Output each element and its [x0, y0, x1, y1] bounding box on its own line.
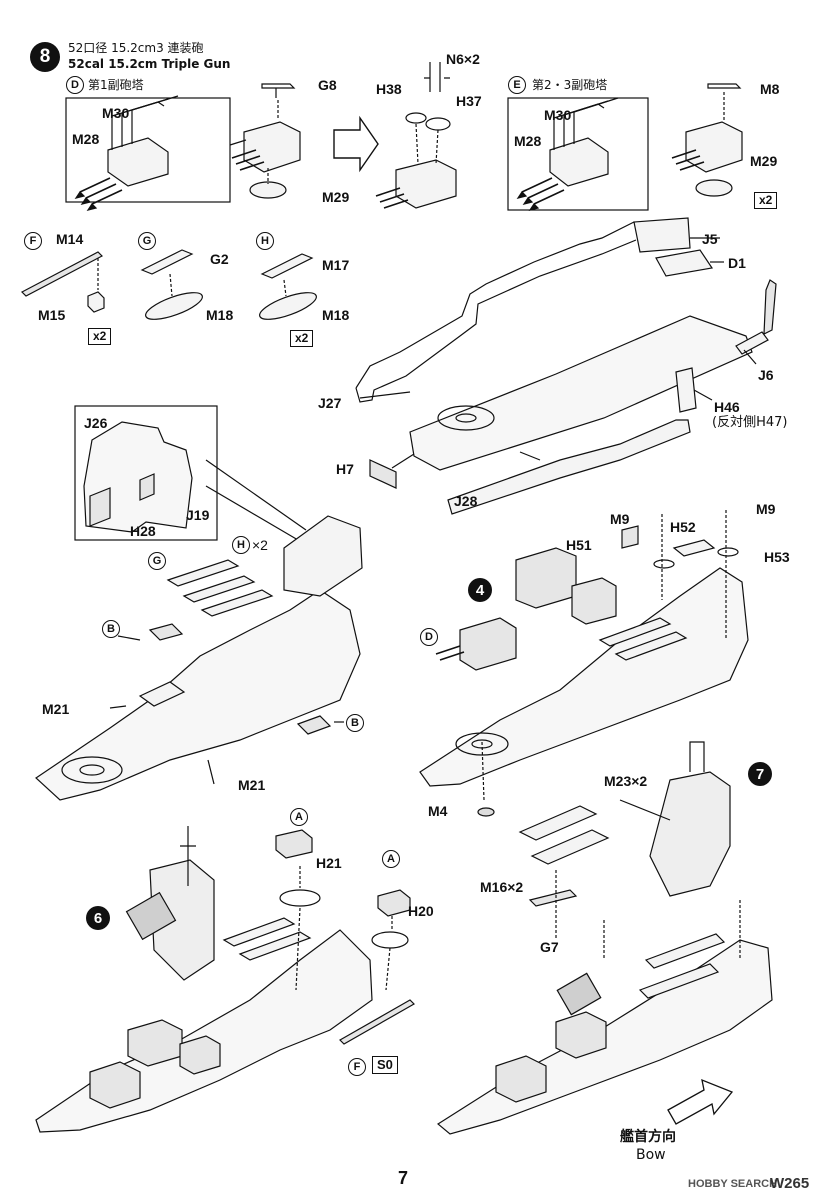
part-label-m4: M4: [428, 803, 448, 819]
sub-h-qty-badge: x2: [290, 330, 314, 348]
ref-b-marker-2: B: [346, 714, 364, 732]
part-label-m30: M30: [102, 105, 130, 121]
part-label-h52: H52: [670, 519, 696, 535]
part-label-j5: J5: [702, 231, 718, 247]
part-label-h38: H38: [376, 81, 402, 97]
sub-d-frame: [65, 97, 231, 203]
part-label-m28-e: M28: [514, 133, 542, 149]
ref-g-marker: G: [148, 552, 166, 570]
sub-e-qty-badge: x2: [754, 192, 778, 210]
part-label-m29: M29: [322, 189, 350, 205]
sub-e-frame: [507, 97, 649, 211]
sub-d-title: 第1副砲塔: [88, 78, 144, 92]
part-label-h7: H7: [336, 461, 354, 477]
ref-step-7-badge: 7: [748, 762, 772, 786]
inset-frame: [74, 405, 218, 541]
part-label-m8: M8: [760, 81, 780, 97]
part-label-h46: H46: [714, 399, 740, 415]
part-label-n6: N6×2: [446, 51, 480, 67]
ref-a-marker-2: A: [382, 850, 400, 868]
bow-direction-jp: 艦首方向: [620, 1129, 676, 1145]
part-label-m30-e: M30: [544, 107, 572, 123]
part-label-m28: M28: [72, 131, 100, 147]
sub-e-marker: E: [508, 76, 526, 94]
sub-g-marker: G: [138, 232, 156, 250]
part-label-m16: M16×2: [480, 879, 524, 895]
part-label-m18-h: M18: [322, 307, 350, 323]
part-label-j27: J27: [318, 395, 342, 411]
part-label-j19: J19: [186, 507, 210, 523]
part-label-g2: G2: [210, 251, 229, 267]
part-label-h53: H53: [764, 549, 790, 565]
part-label-m9-1: M9: [610, 511, 630, 527]
part-label-h37: H37: [456, 93, 482, 109]
bow-direction-en: Bow: [636, 1147, 666, 1163]
ref-step-4-badge: 4: [468, 578, 492, 602]
ref-h-qty: ×2: [252, 537, 268, 553]
part-label-m21-1: M21: [42, 701, 70, 717]
ref-h-marker: H: [232, 536, 250, 554]
step-title-en: 52cal 15.2cm Triple Gun: [68, 57, 231, 71]
part-label-m9-2: M9: [756, 501, 776, 517]
ref-d-marker: D: [420, 628, 438, 646]
watermark: HOBBY SEARCH: [688, 1178, 778, 1190]
part-label-g7: G7: [540, 939, 559, 955]
sub-f-qty-badge: x2: [88, 328, 112, 346]
sub-e-title: 第2・3副砲塔: [532, 78, 608, 92]
step-title-jp: 52口径 15.2cm3 連装砲: [68, 41, 204, 55]
part-label-m23: M23×2: [604, 773, 648, 789]
ref-a-marker-1: A: [290, 808, 308, 826]
part-label-d1: D1: [728, 255, 746, 271]
part-label-h20: H20: [408, 903, 434, 919]
page-number: 7: [398, 1168, 409, 1188]
sub-f-marker: F: [24, 232, 42, 250]
kit-code: W265: [770, 1175, 810, 1192]
sub-d-marker: D: [66, 76, 84, 94]
part-label-h21: H21: [316, 855, 342, 871]
part-label-j6: J6: [758, 367, 774, 383]
part-label-m15: M15: [38, 307, 66, 323]
sub-h-marker: H: [256, 232, 274, 250]
sub-f-qty-badge-2: S0: [372, 1056, 398, 1075]
part-label-g8: G8: [318, 77, 337, 93]
step-number-badge: 8: [30, 42, 60, 72]
ref-step-6-badge: 6: [86, 906, 110, 930]
part-label-h51: H51: [566, 537, 592, 553]
part-label-m14: M14: [56, 231, 84, 247]
part-label-m17: M17: [322, 257, 350, 273]
part-label-h47: (反対側H47): [712, 415, 788, 430]
ref-b-marker-1: B: [102, 620, 120, 638]
part-label-m29-e: M29: [750, 153, 778, 169]
part-label-j26: J26: [84, 415, 108, 431]
part-label-j28: J28: [454, 493, 478, 509]
part-label-m18-g: M18: [206, 307, 234, 323]
part-label-m21-2: M21: [238, 777, 266, 793]
ref-f-marker: F: [348, 1058, 366, 1076]
part-label-h28: H28: [130, 523, 156, 539]
